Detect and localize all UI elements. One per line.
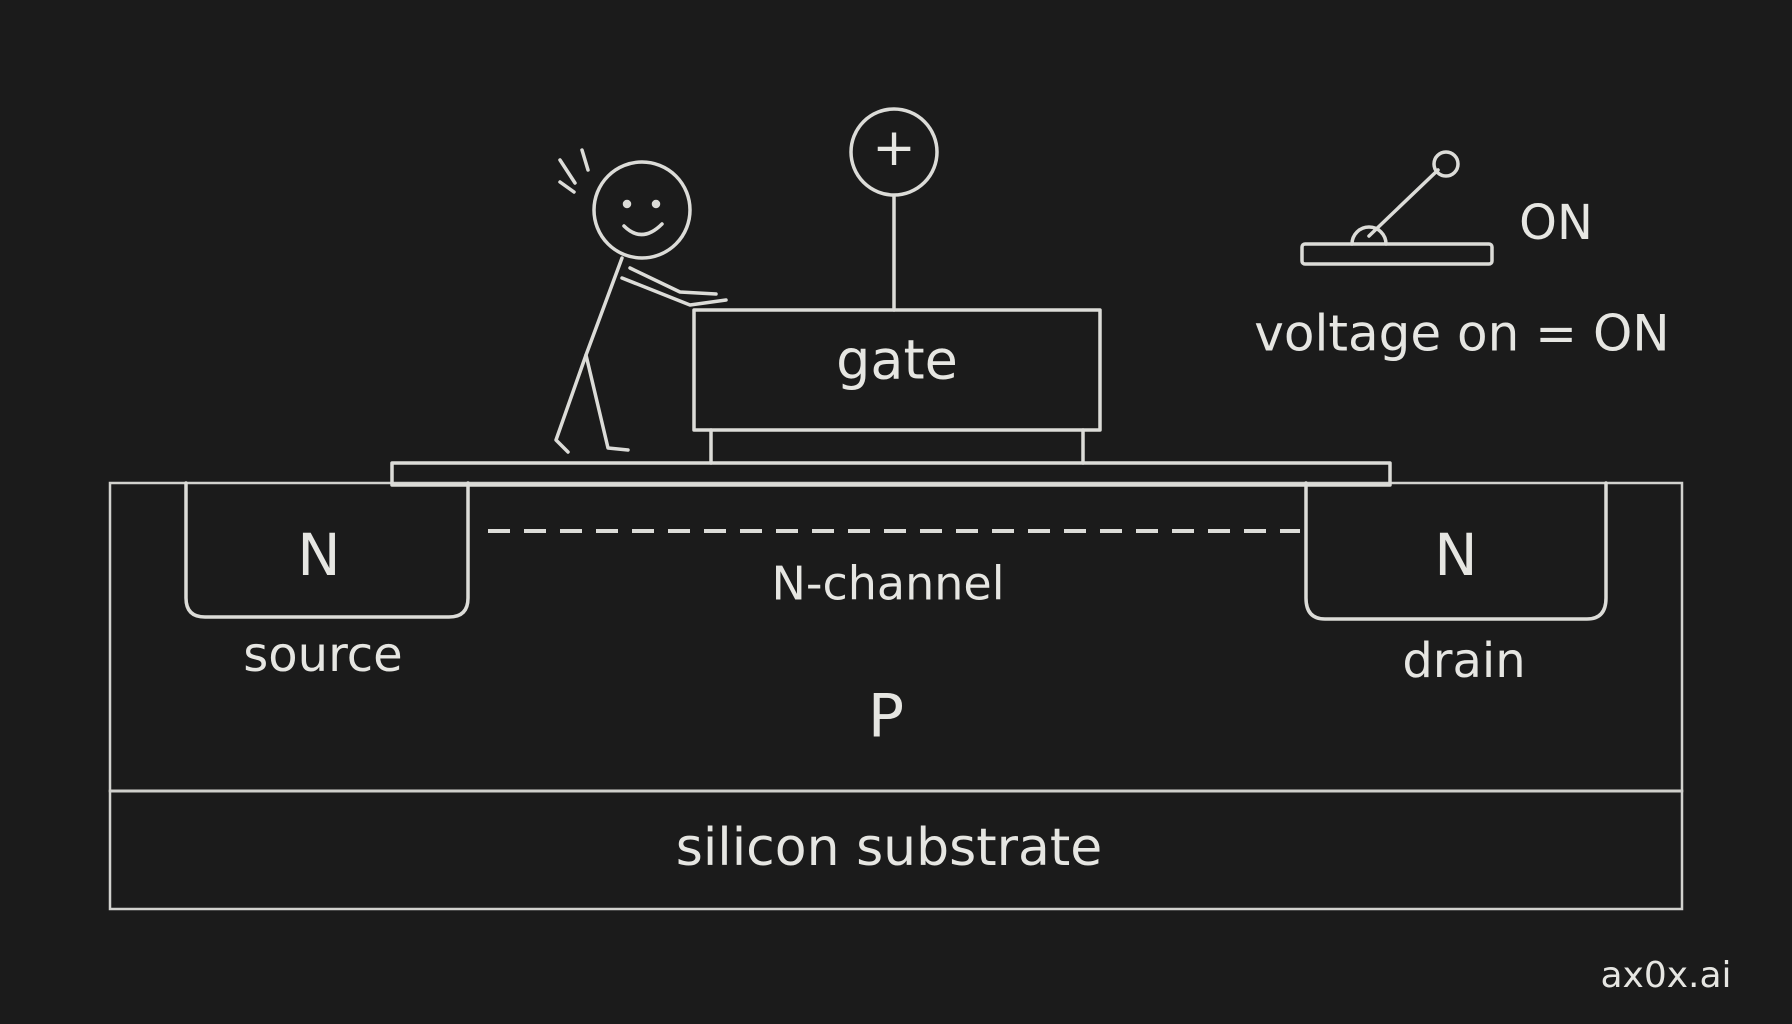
- drain-n-region: [1304, 481, 1608, 621]
- drain-n-label: N: [1434, 521, 1477, 589]
- drain-label: drain: [1402, 633, 1525, 689]
- source-label: source: [243, 627, 402, 683]
- channel-label: N-channel: [771, 557, 1004, 611]
- substrate-label: silicon substrate: [676, 818, 1103, 878]
- plus-terminal-icon: [849, 107, 939, 197]
- caption-label: voltage on = ON: [1254, 305, 1669, 363]
- source-n-label: N: [297, 521, 340, 589]
- oxide-layer: [390, 461, 1392, 487]
- source-n-region: [184, 481, 470, 619]
- p-body-label: P: [868, 682, 904, 752]
- voltage-plus-symbol: +: [872, 118, 916, 178]
- switch-state-label: ON: [1519, 195, 1593, 251]
- gate-label: gate: [836, 329, 958, 392]
- toggle-switch-on-icon: [1300, 150, 1494, 266]
- watermark: ax0x.ai: [1600, 955, 1731, 996]
- stick-figure-pushing-icon: [554, 148, 728, 454]
- gate-block: [692, 308, 1102, 432]
